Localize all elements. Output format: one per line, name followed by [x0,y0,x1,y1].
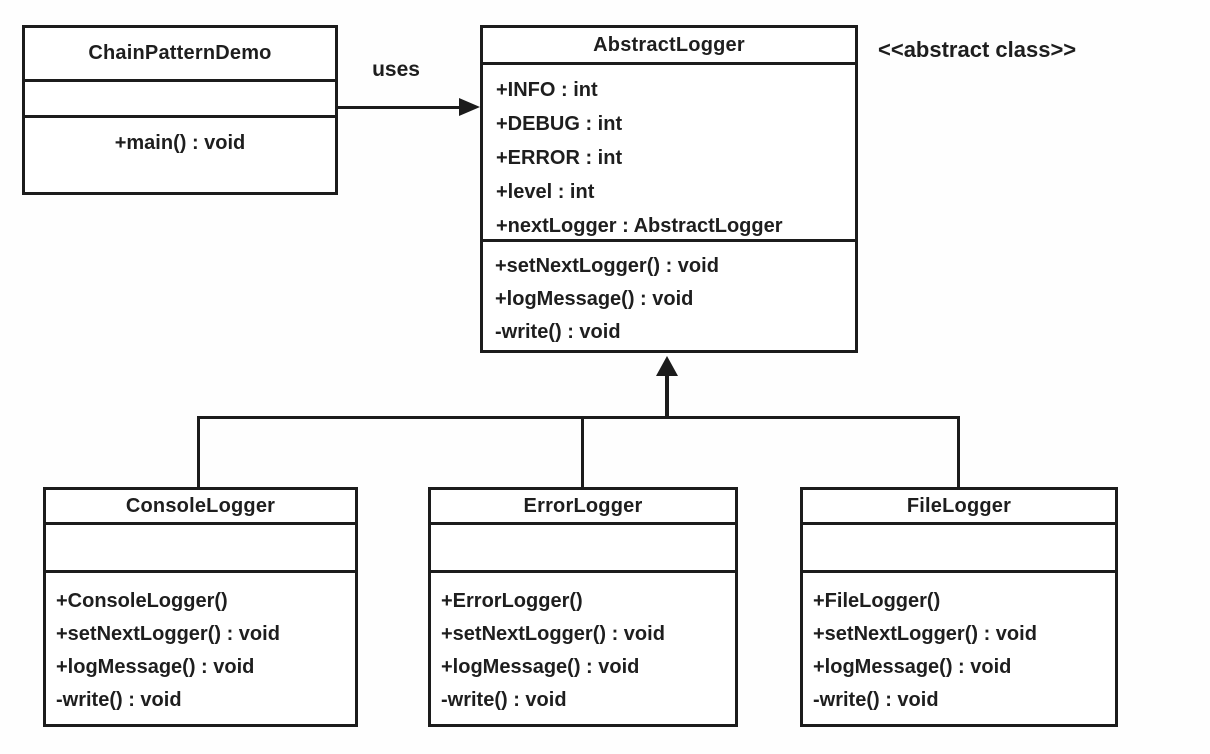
class-methods-consolelogger: +ConsoleLogger() +setNextLogger() : void… [46,573,355,724]
attribute-row: +DEBUG : int [496,113,623,135]
uses-arrowhead [459,98,480,116]
uses-arrow-line [338,106,462,109]
method-row: -write() : void [441,689,567,711]
inheritance-arrowhead [656,356,678,376]
method-row: +setNextLogger() : void [495,255,719,277]
method-row: +logMessage() : void [495,288,694,310]
class-title-consolelogger: ConsoleLogger [46,490,355,525]
method-row: +setNextLogger() : void [56,623,280,645]
class-methods-errorlogger: +ErrorLogger() +setNextLogger() : void +… [431,573,735,724]
attribute-row: +ERROR : int [496,147,623,169]
method-row: +logMessage() : void [441,656,640,678]
stereotype-label: <<abstract class>> [878,37,1077,62]
class-box-consolelogger: ConsoleLogger +ConsoleLogger() +setNextL… [43,487,358,727]
class-title-filelogger: FileLogger [803,490,1115,525]
class-title-abstractlogger: AbstractLogger [483,28,855,65]
method-row: +logMessage() : void [813,656,1012,678]
inheritance-stub-consolelogger [197,416,200,487]
method-row: +main() : void [114,132,246,154]
method-row: +logMessage() : void [56,656,255,678]
method-row: +setNextLogger() : void [813,623,1037,645]
class-attributes-chainpatterndemo [25,82,335,118]
class-box-abstractlogger: AbstractLogger +INFO : int +DEBUG : int … [480,25,858,353]
class-attributes-abstractlogger: +INFO : int +DEBUG : int +ERROR : int +l… [483,65,855,242]
inheritance-stub-errorlogger [581,416,584,487]
inheritance-arrow-shaft [665,374,669,418]
class-title-errorlogger: ErrorLogger [431,490,735,525]
class-attributes-filelogger [803,525,1115,573]
class-title-chainpatterndemo: ChainPatternDemo [25,28,335,82]
class-attributes-errorlogger [431,525,735,573]
class-methods-filelogger: +FileLogger() +setNextLogger() : void +l… [803,573,1115,724]
attribute-row: +nextLogger : AbstractLogger [496,215,783,237]
class-box-filelogger: FileLogger +FileLogger() +setNextLogger(… [800,487,1118,727]
class-box-errorlogger: ErrorLogger +ErrorLogger() +setNextLogge… [428,487,738,727]
class-methods-chainpatterndemo: +main() : void [25,118,335,192]
inheritance-stub-filelogger [957,416,960,487]
method-row: +ErrorLogger() [441,590,583,612]
method-row: -write() : void [495,321,621,343]
method-row: +FileLogger() [813,590,941,612]
inheritance-horizontal-bar [197,416,960,419]
method-row: -write() : void [56,689,182,711]
method-row: +ConsoleLogger() [56,590,228,612]
uses-label: uses [372,58,420,81]
method-row: +setNextLogger() : void [441,623,665,645]
class-methods-abstractlogger: +setNextLogger() : void +logMessage() : … [483,242,855,350]
attribute-row: +INFO : int [496,79,598,101]
class-attributes-consolelogger [46,525,355,573]
attribute-row: +level : int [496,181,595,203]
method-row: -write() : void [813,689,939,711]
class-box-chainpatterndemo: ChainPatternDemo +main() : void [22,25,338,195]
